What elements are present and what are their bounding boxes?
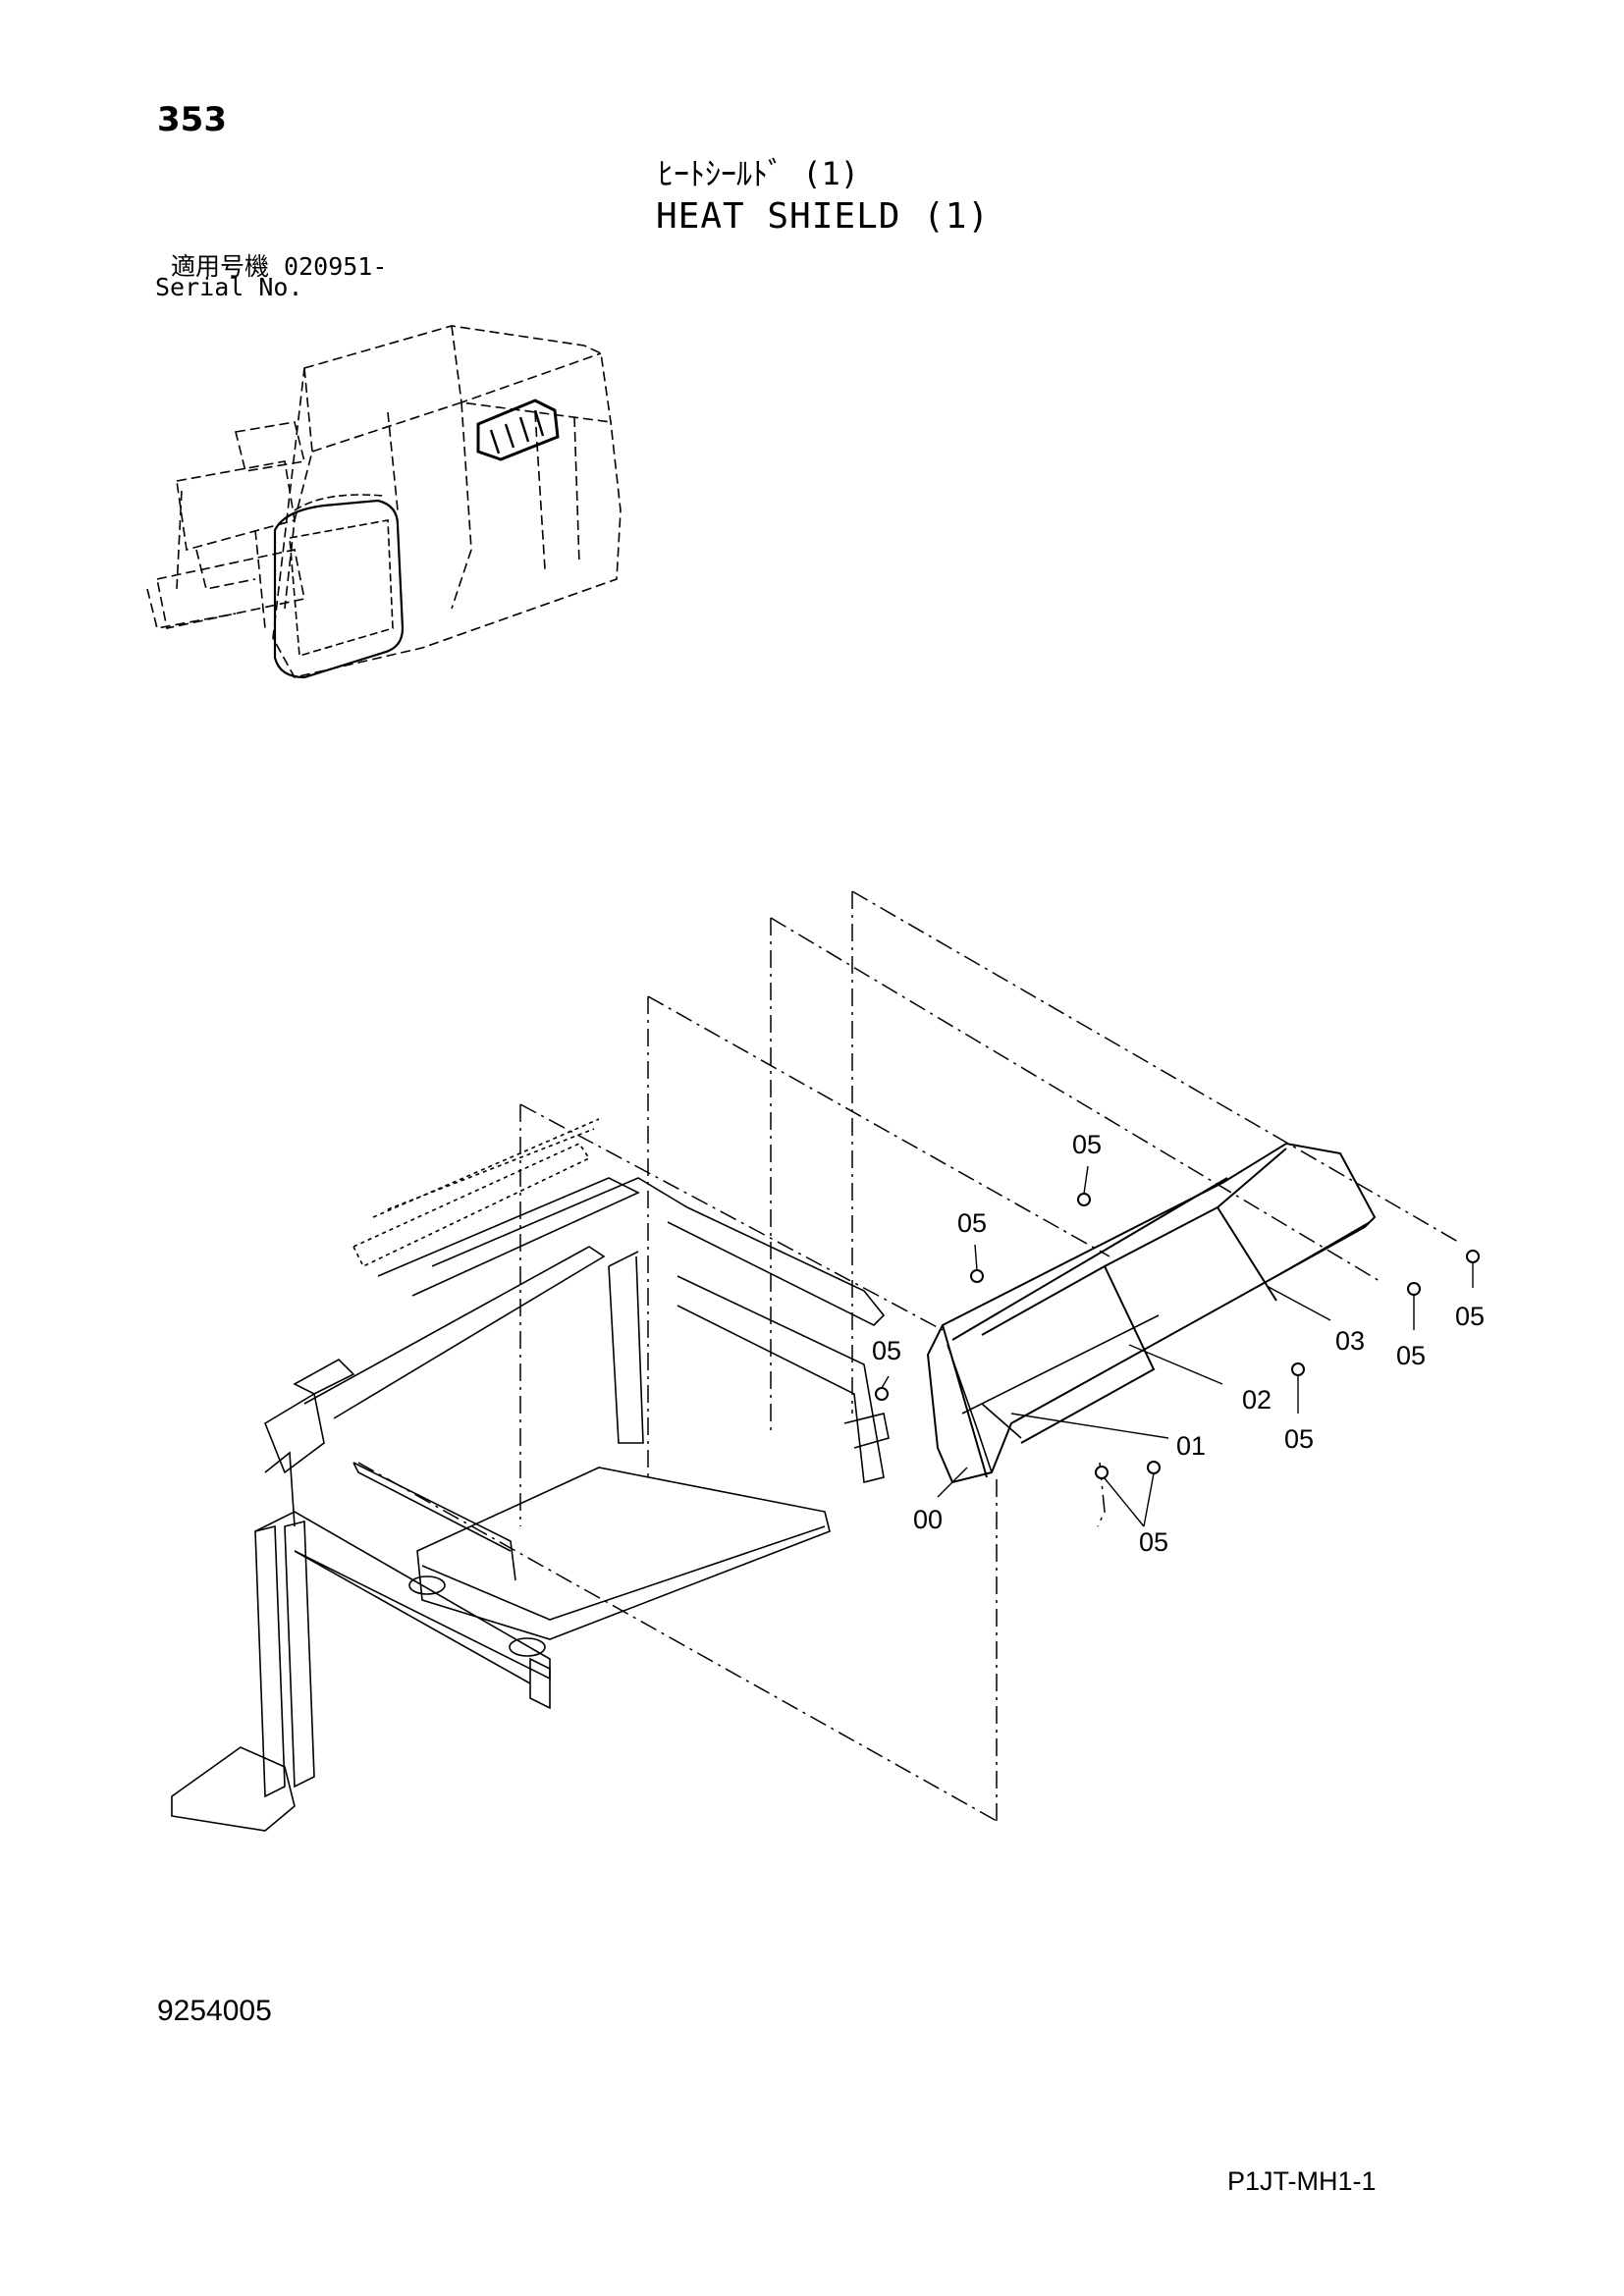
assembly-guide-lines xyxy=(357,890,1459,1822)
document-id: 9254005 xyxy=(157,1995,272,2027)
serial-label-japanese: 適用号機 020951- xyxy=(171,252,388,281)
machine-overview-sketch xyxy=(146,325,622,679)
callout-02: 02 xyxy=(1242,1385,1272,1415)
upperstructure-frame xyxy=(171,1118,890,1832)
callout-05-far-right: 05 xyxy=(1455,1302,1485,1331)
title-english: HEAT SHIELD (1) xyxy=(656,196,991,237)
heat-shield-assembly xyxy=(926,1142,1377,1484)
callout-labels: 05 05 05 03 02 01 00 05 05 05 05 xyxy=(872,1130,1485,1557)
callout-05-lower-right: 05 xyxy=(1284,1424,1314,1454)
callout-01: 01 xyxy=(1176,1431,1206,1461)
title-japanese: ﾋｰﾄｼｰﾙﾄﾞ (1) xyxy=(658,155,860,192)
page-code: P1JT-MH1-1 xyxy=(1227,2166,1377,2196)
callout-03: 03 xyxy=(1335,1326,1365,1356)
callout-00: 00 xyxy=(913,1505,943,1534)
callout-leaders xyxy=(881,1165,1474,1527)
serial-label-english: Serial No. xyxy=(155,273,303,301)
callout-05-bottom: 05 xyxy=(1139,1527,1168,1557)
callout-05-upper-left: 05 xyxy=(957,1208,987,1238)
callout-05-right: 05 xyxy=(1396,1341,1426,1370)
page-number: 353 xyxy=(157,100,227,139)
callout-05-left: 05 xyxy=(872,1336,901,1365)
callout-05-top: 05 xyxy=(1072,1130,1102,1159)
